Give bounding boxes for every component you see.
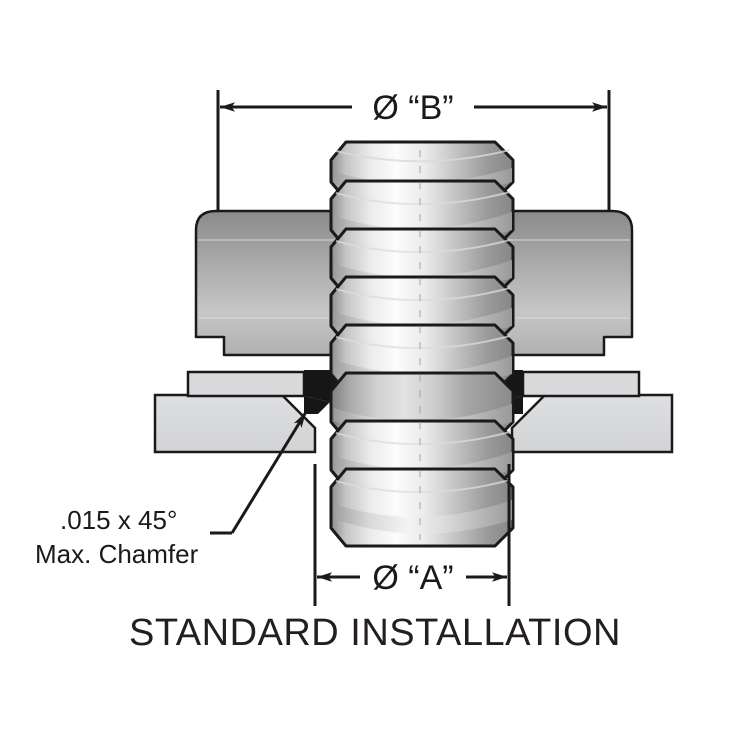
dimension-a: Ø “A” [317, 559, 507, 597]
dimension-b-label: Ø “B” [372, 89, 453, 127]
chamfer-leader [210, 411, 308, 535]
figure-title: STANDARD INSTALLATION [129, 612, 621, 654]
chamfer-callout: .015 x 45° Max. Chamfer [35, 505, 199, 569]
upper-plate-right [521, 370, 641, 398]
extension-lines-a [313, 464, 511, 606]
chamfer-callout-line2: Max. Chamfer [35, 539, 199, 569]
dimension-a-label: Ø “A” [372, 559, 453, 597]
dimension-b: Ø “B” [220, 89, 607, 127]
threaded-insert [329, 140, 515, 548]
lower-plate-left [153, 393, 317, 454]
upper-plate-left [186, 370, 306, 398]
lower-plate-right [510, 393, 674, 454]
chamfer-callout-line1: .015 x 45° [60, 505, 177, 535]
